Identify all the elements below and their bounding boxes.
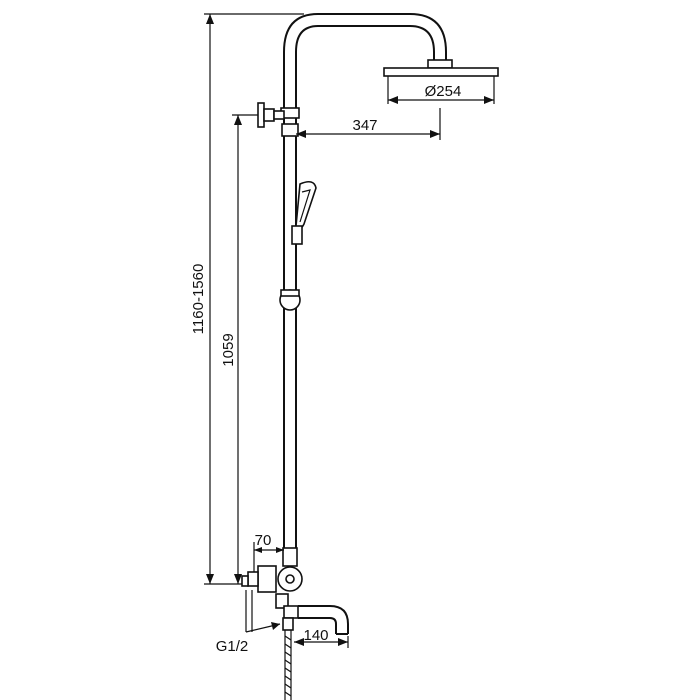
- mixer-body: [241, 547, 303, 619]
- mixer-offset-dimension: 70: [253, 532, 284, 572]
- head-diameter-label: Ø254: [425, 83, 462, 100]
- spout-reach-dimension: 140: [294, 627, 349, 648]
- mixer-offset-label: 70: [255, 532, 272, 549]
- inlet-thread-label: G1/2: [216, 638, 249, 655]
- total-height-dimension: 1160-1560: [190, 13, 304, 585]
- total-height-label: 1160-1560: [190, 264, 207, 335]
- inlet-thread-callout: G1/2: [216, 590, 281, 655]
- bath-spout: [298, 605, 349, 635]
- upper-wall-bracket: [257, 102, 285, 128]
- bar-height-dimension: 1059: [220, 114, 258, 584]
- bar-height-label: 1059: [220, 333, 237, 366]
- shower-hose: [282, 617, 294, 700]
- slider: [279, 289, 301, 311]
- riser-pipe: [280, 13, 447, 548]
- shower-head: Ø254: [383, 59, 499, 104]
- spout-reach-label: 140: [303, 627, 328, 644]
- arm-reach-label: 347: [352, 117, 377, 134]
- arm-reach-dimension: 347: [296, 108, 441, 140]
- hand-shower: [291, 180, 317, 245]
